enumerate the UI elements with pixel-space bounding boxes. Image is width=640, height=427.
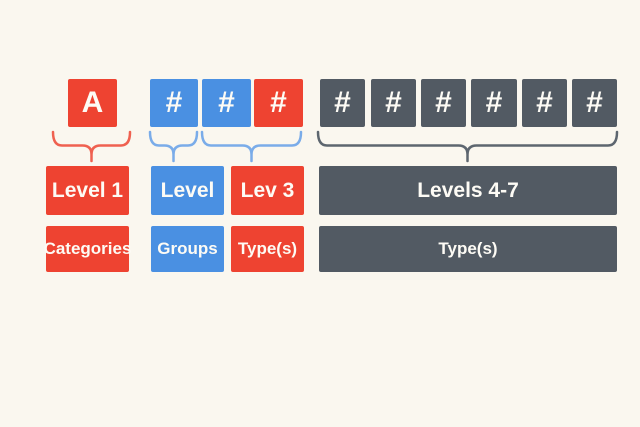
category-label-2: Groups	[151, 226, 224, 272]
code-digit-hash: #	[320, 79, 365, 127]
code-digit-hash: #	[522, 79, 567, 127]
code-digit-hash: #	[471, 79, 517, 127]
level-label-1: Level 1	[46, 166, 129, 215]
brace-level-1	[51, 130, 132, 163]
code-digit-hash: #	[202, 79, 251, 127]
code-digit-hash: #	[371, 79, 416, 127]
brace-level-2	[148, 130, 199, 163]
brace-levels-4-7	[316, 130, 619, 163]
code-digit-hash: #	[150, 79, 198, 127]
code-digit-hash: #	[254, 79, 303, 127]
level-label-2: Level	[151, 166, 224, 215]
brace-level-3	[200, 130, 303, 163]
category-label-4-7: Type(s)	[319, 226, 617, 272]
level-label-4-7: Levels 4-7	[319, 166, 617, 215]
level-label-3: Lev 3	[231, 166, 304, 215]
category-label-3: Type(s)	[231, 226, 304, 272]
code-digit-letter: A	[68, 79, 117, 127]
code-digit-hash: #	[421, 79, 466, 127]
category-label-1: Categories	[44, 226, 131, 272]
code-digit-hash: #	[572, 79, 617, 127]
